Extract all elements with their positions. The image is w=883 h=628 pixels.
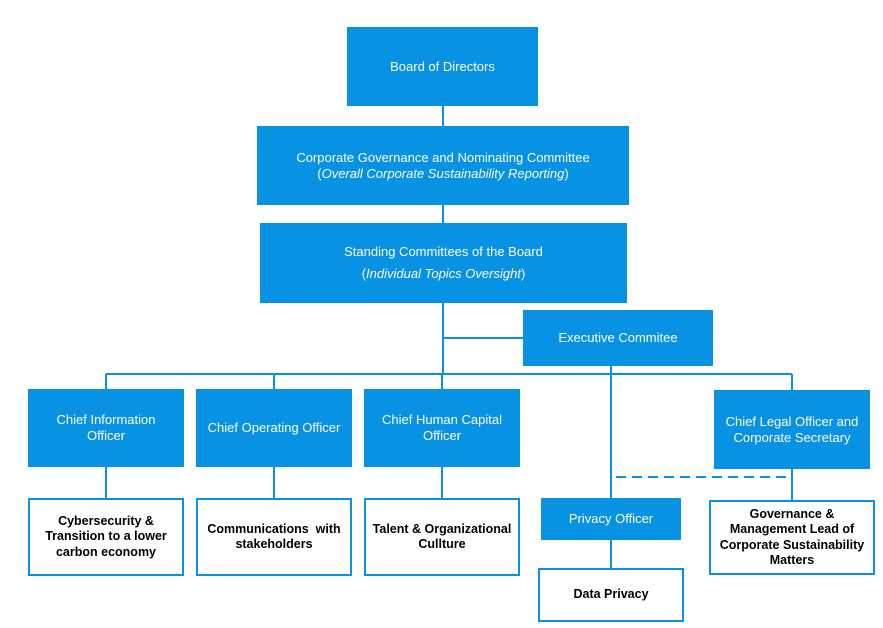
governance-committee-title: Corporate Governance and Nominating Comm… [296, 149, 590, 165]
chco-label-line1: Chief Human Capital [382, 412, 502, 427]
governance-lead-line1: Governance & [749, 506, 835, 521]
clo-label-line1: Chief Legal Officer and [725, 413, 859, 429]
governance-lead-box: Governance & Management Lead of Corporat… [709, 500, 875, 575]
board-of-directors-box: Board of Directors [347, 27, 538, 106]
governance-committee-box: Corporate Governance and Nominating Comm… [257, 126, 629, 205]
cybersecurity-line2: Transition to a lower [45, 529, 167, 544]
talent-culture-box: Talent & Organizational Cullture [364, 498, 520, 576]
governance-lead-line4: Matters [769, 553, 815, 567]
governance-committee-subtitle: (Overall Corporate Sustainability Report… [317, 166, 568, 182]
chco-label-line2: Officer [422, 428, 462, 443]
standing-committees-title: Standing Committees of the Board [344, 244, 543, 259]
executive-committee-box: Executive Commitee [523, 310, 713, 366]
board-of-directors-label: Board of Directors [390, 58, 495, 74]
governance-paren-close: ) [564, 165, 569, 181]
cybersecurity-line1: Cybersecurity & [58, 513, 154, 528]
standing-committees-box: Standing Committees of the Board (Indivi… [260, 223, 627, 303]
governance-lead-line2: Management Lead of [729, 522, 855, 536]
coo-label: Chief Operating Officer [207, 420, 341, 435]
data-privacy-box: Data Privacy [538, 568, 684, 622]
talent-culture-line2: Cullture [418, 537, 466, 551]
governance-lead-line3: Corporate Sustainability [719, 537, 865, 552]
standing-committees-subtitle: (Individual Topics Oversight) [362, 266, 526, 282]
cio-box: Chief Information Officer [28, 389, 184, 467]
governance-paren-open: ( [317, 165, 322, 181]
data-privacy-label: Data Privacy [573, 587, 649, 602]
cio-label-line2: Officer [86, 428, 126, 443]
communications-box: Communications with stakeholders [196, 498, 352, 576]
privacy-officer-box: Privacy Officer [541, 498, 681, 540]
talent-culture-line1: Talent & Organizational [372, 521, 512, 536]
chco-box: Chief Human Capital Officer [364, 389, 520, 467]
clo-label-line2: Corporate Secretary [733, 429, 851, 445]
standing-committees-scope: Individual Topics Oversight [366, 266, 521, 281]
coo-box: Chief Operating Officer [196, 389, 352, 467]
communications-line1: Communications with [207, 521, 341, 536]
clo-box: Chief Legal Officer and Corporate Secret… [714, 390, 870, 469]
executive-committee-label: Executive Commitee [558, 330, 678, 345]
standing-paren-open: ( [361, 266, 367, 281]
cybersecurity-box: Cybersecurity & Transition to a lower ca… [28, 498, 184, 576]
cio-label-line1: Chief Information [56, 412, 156, 427]
standing-paren-close: ) [520, 266, 526, 281]
privacy-officer-label: Privacy Officer [568, 511, 654, 526]
communications-line2: stakeholders [235, 537, 313, 551]
cybersecurity-line3: carbon economy [55, 544, 157, 559]
governance-committee-scope: Overall Corporate Sustainability Reporti… [321, 165, 565, 181]
